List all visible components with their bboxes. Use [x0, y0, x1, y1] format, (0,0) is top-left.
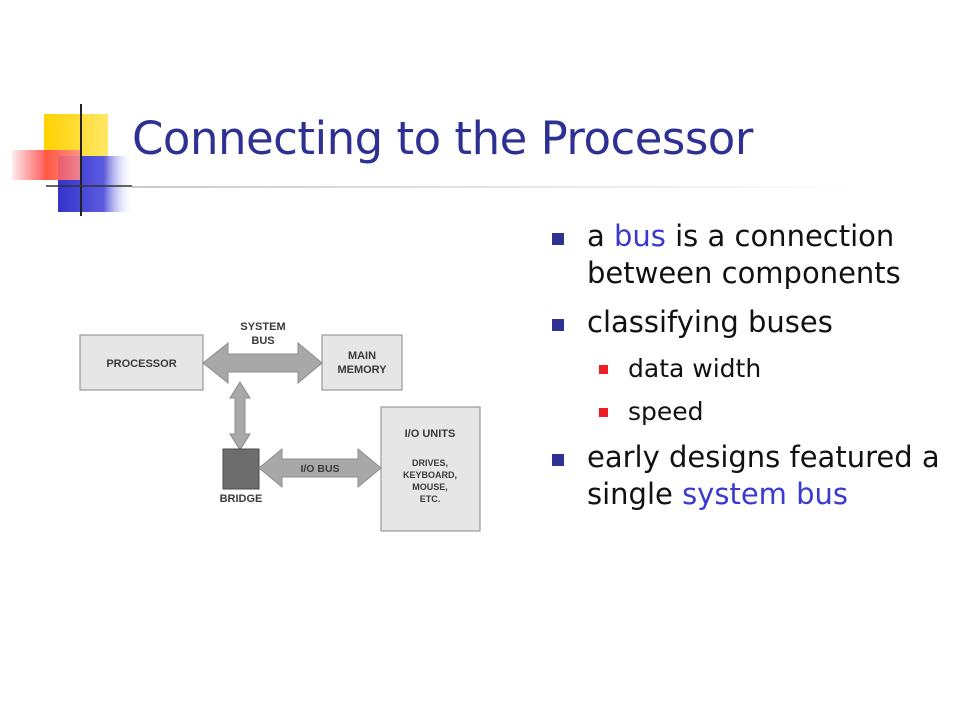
io-units-item-3: MOUSE,	[412, 482, 448, 492]
bullet-list: a bus is a connection between components…	[552, 218, 952, 525]
io-bus-label: I/O BUS	[300, 463, 339, 475]
bullet-classifying-buses: classifying buses	[552, 304, 952, 341]
system-bus-label-line2: BUS	[251, 335, 274, 347]
system-bus-arrow	[202, 341, 323, 385]
main-memory-label-line1: MAIN	[348, 350, 376, 362]
bridge-box	[222, 448, 260, 490]
bullet-text: a	[587, 219, 614, 253]
main-memory-box	[321, 334, 403, 391]
bus-diagram: PROCESSOR MAIN MEMORY I/O UNITS DRIVES, …	[79, 321, 481, 532]
processor-box	[79, 334, 204, 391]
corner-decoration	[12, 104, 134, 216]
sub-bullet-text: data width	[628, 354, 762, 383]
io-units-box	[380, 406, 481, 532]
processor-label: PROCESSOR	[106, 358, 176, 370]
io-bus-arrow	[258, 447, 382, 489]
main-memory-label-line2: MEMORY	[337, 364, 387, 376]
slide-title: Connecting to the Processor	[132, 112, 753, 165]
bullet-bus-definition: a bus is a connection between components	[552, 218, 952, 292]
bullet-text: early designs featured a single	[587, 440, 940, 511]
sub-bullet-data-width: data width	[552, 353, 952, 384]
io-units-item-4: ETC.	[420, 494, 441, 504]
io-units-title: I/O UNITS	[405, 428, 456, 440]
system-bus-label-line1: SYSTEM	[240, 321, 285, 333]
term-bus: bus	[614, 219, 666, 253]
io-units-item-2: KEYBOARD,	[403, 470, 457, 480]
bridge-label: BRIDGE	[220, 493, 263, 505]
io-units-item-1: DRIVES,	[412, 458, 448, 468]
sub-bullet-text: speed	[628, 397, 704, 426]
red-bar	[12, 150, 80, 180]
sub-bullet-speed: speed	[552, 396, 952, 427]
term-system-bus: system bus	[682, 477, 849, 511]
bridge-link-arrow	[229, 381, 251, 451]
title-underline	[132, 186, 872, 188]
bullet-text: is a connection between components	[587, 219, 901, 290]
bullet-early-designs: early designs featured a single system b…	[552, 439, 952, 513]
bullet-text: classifying buses	[587, 305, 833, 339]
